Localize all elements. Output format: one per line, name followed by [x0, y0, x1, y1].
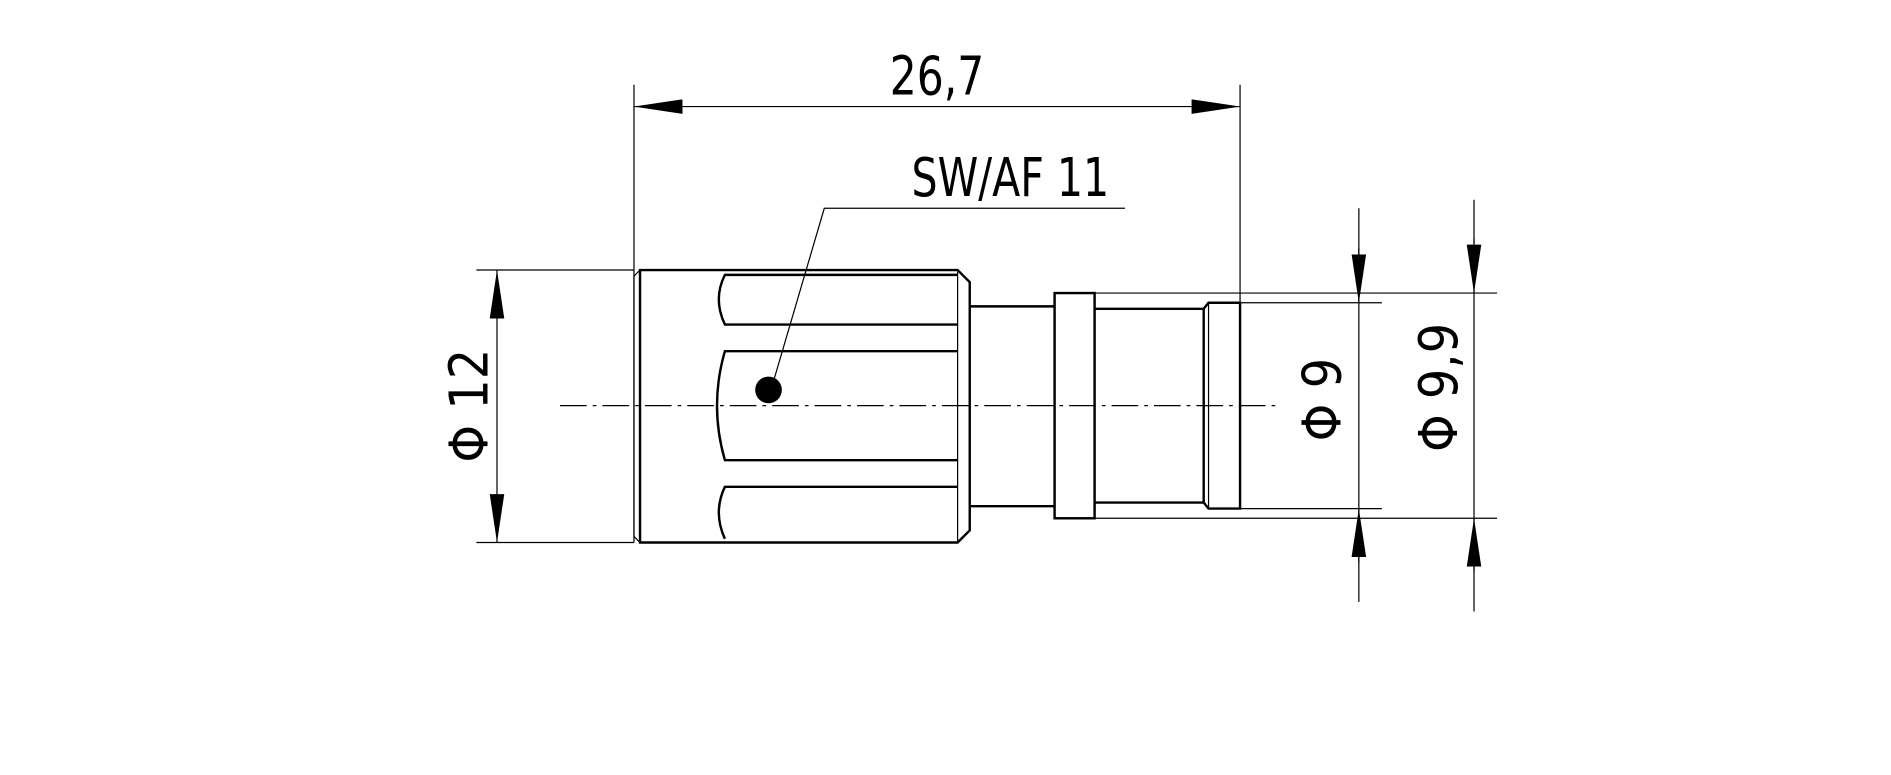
diameter-nut-dimension: Φ 12 [438, 269, 634, 544]
length-dimension: 26,7 [633, 45, 1241, 543]
diameter-body-dimension: Φ 9 [1240, 208, 1382, 602]
wrench-size-callout: SW/AF 11 [755, 147, 1125, 404]
diameter-collar-text: Φ 9,9 [1408, 323, 1470, 452]
diameter-collar-dimension: Φ 9,9 [1094, 199, 1498, 612]
diameter-nut-text: Φ 12 [438, 349, 500, 463]
connector-part [560, 268, 1276, 544]
leader-dot [755, 376, 782, 404]
diameter-body-text: Φ 9 [1292, 358, 1354, 441]
wrench-size-text: SW/AF 11 [912, 147, 1110, 209]
length-dimension-text: 26,7 [890, 45, 985, 107]
